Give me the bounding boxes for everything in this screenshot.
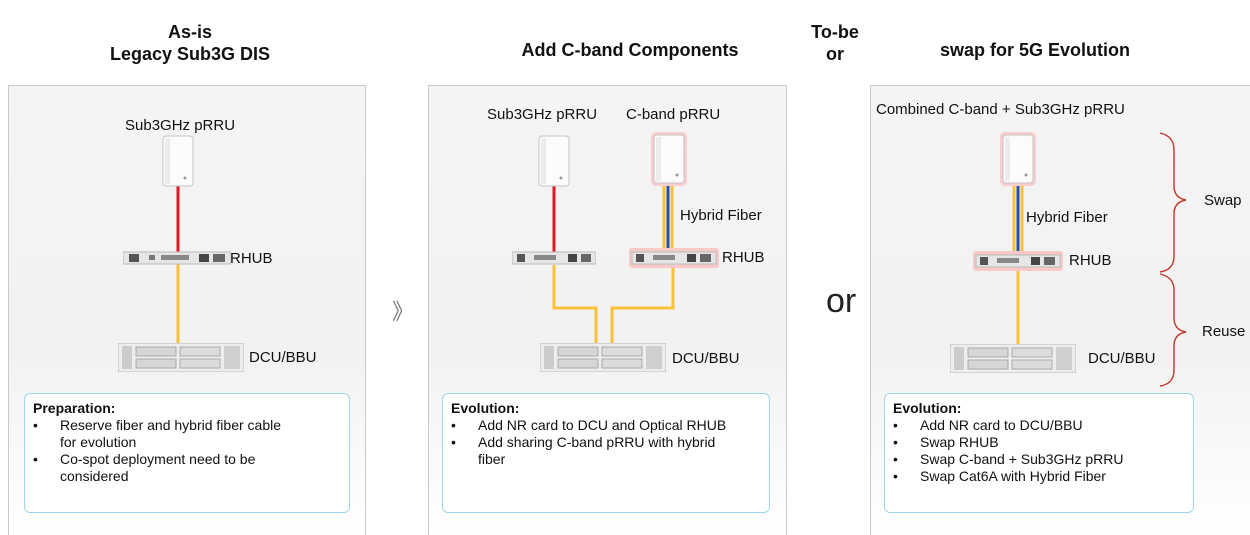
p2-cband-prru-icon: [649, 130, 689, 188]
header-or-small: or: [826, 44, 844, 64]
p1-note: Preparation: Reserve fiber and hybrid fi…: [24, 393, 350, 513]
p3-combined-label: Combined C-band + Sub3GHz pRRU: [876, 101, 1125, 118]
header-add-cband: Add C-band Components: [521, 40, 739, 60]
p3-note: Evolution: Add NR card to DCU/BBU Swap R…: [884, 393, 1194, 513]
header-to-be-line1: To-be: [811, 22, 859, 42]
p2-rhub-icon: [629, 248, 719, 268]
p3-note-item: Swap C-band + Sub3GHz pRRU: [893, 451, 1183, 468]
p2-cband-label: C-band pRRU: [626, 106, 721, 123]
p2-yellow-left: [552, 265, 598, 343]
p2-yellow-right: [610, 268, 675, 343]
p3-note-item: Swap Cat6A with Hybrid Fiber: [893, 468, 1183, 485]
p2-note-item: Add NR card to DCU and Optical RHUB: [451, 417, 759, 434]
p3-rhub-icon: [973, 251, 1063, 271]
p2-sub3-label: Sub3GHz pRRU: [487, 106, 598, 123]
p1-dcu-icon: [117, 342, 245, 373]
p1-note-title: Preparation:: [33, 400, 116, 416]
p2-rhub-label: RHUB: [722, 249, 765, 266]
p1-dcu-label: DCU/BBU: [249, 349, 317, 366]
p3-prru-icon: [998, 130, 1038, 188]
p3-note-item: Add NR card to DCU/BBU: [893, 417, 1183, 434]
header-as-is-line2: Legacy Sub3G DIS: [109, 44, 271, 64]
reuse-bracket: [1159, 273, 1187, 387]
or-separator: or: [826, 282, 857, 320]
p1-rhub-label: RHUB: [230, 250, 273, 267]
p1-prru-label: Sub3GHz pRRU: [125, 117, 236, 134]
p2-note-item-cont: fiber: [478, 451, 506, 467]
header-as-is-line1: As-is: [167, 22, 212, 42]
p3-rhub-label: RHUB: [1069, 252, 1112, 269]
swap-label: Swap: [1204, 192, 1242, 209]
p1-note-item-cont: considered: [60, 468, 129, 484]
header-swap-5g: swap for 5G Evolution: [939, 40, 1131, 60]
next-arrow-icon: 》: [392, 299, 415, 324]
p2-note: Evolution: Add NR card to DCU and Optica…: [442, 393, 770, 513]
p2-dcu-icon: [539, 342, 667, 373]
p3-hybrid-label: Hybrid Fiber: [1026, 209, 1108, 226]
p2-hybrid-label: Hybrid Fiber: [680, 207, 762, 224]
p3-note-item: Swap RHUB: [893, 434, 1183, 451]
p3-note-title: Evolution:: [893, 400, 962, 416]
p3-dcu-label: DCU/BBU: [1088, 350, 1156, 367]
p2-sub3-prru-icon: [537, 134, 571, 188]
p2-sub3-rhub-icon: [511, 251, 597, 265]
p1-note-item: Reserve fiber and hybrid fiber cable: [33, 417, 339, 434]
p1-prru-icon: [161, 134, 195, 188]
header-as-is: As-is Legacy Sub3G DIS: [90, 21, 290, 65]
p1-note-item: Co-spot deployment need to be: [33, 451, 339, 468]
p1-note-item-cont: for evolution: [60, 434, 137, 450]
swap-bracket: [1159, 132, 1187, 273]
p1-rhub-icon: [122, 251, 232, 265]
p2-dcu-label: DCU/BBU: [672, 350, 740, 367]
header-to-be: To-be or: [795, 21, 875, 65]
p3-dcu-icon: [949, 343, 1077, 374]
reuse-label: Reuse: [1202, 323, 1246, 340]
p2-note-item: Add sharing C-band pRRU with hybrid: [451, 434, 759, 451]
p2-note-title: Evolution:: [451, 400, 520, 416]
